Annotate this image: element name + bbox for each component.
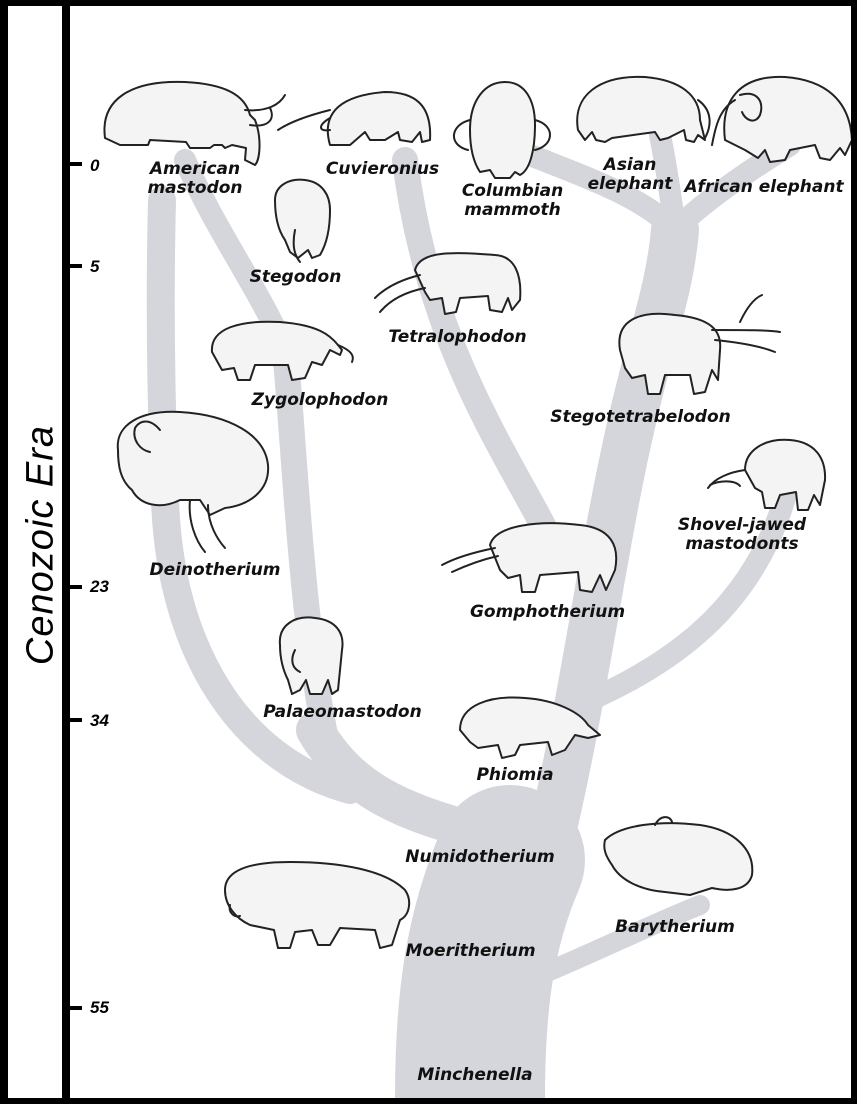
axis-title: Cenozoic Era	[20, 425, 63, 665]
stegotetrabelodon-illustration	[619, 295, 780, 394]
stegodon-illustration	[275, 180, 330, 262]
zygolophodon-illustration	[212, 322, 353, 380]
label-zygolophodon: Zygolophodon	[240, 391, 400, 410]
label-stegotetrabelodon: Stegotetrabelodon	[538, 408, 743, 427]
label-tetralophodon: Tetralophodon	[375, 328, 540, 347]
tick-label-34: 34	[90, 712, 109, 729]
label-barytherium: Barytherium	[600, 918, 750, 937]
tick-mark-23	[70, 585, 82, 589]
label-african-elephant: African elephant	[675, 178, 853, 197]
deinotherium-illustration	[118, 412, 268, 552]
label-gomphotherium: Gomphotherium	[455, 603, 640, 622]
african-elephant-illustration	[712, 77, 852, 162]
label-columbian-mammoth: Columbian mammoth	[450, 182, 575, 220]
barytherium-illustration	[604, 817, 752, 895]
phiomia-illustration	[460, 697, 600, 758]
label-american-mastodon: American mastodon	[135, 160, 255, 198]
tick-label-55: 55	[90, 999, 109, 1016]
tick-label-0: 0	[90, 157, 99, 174]
frame-left-border	[0, 0, 8, 1104]
palaeomastodon-illustration	[280, 617, 343, 694]
tick-mark-55	[70, 1006, 82, 1010]
label-deinotherium: Deinotherium	[135, 561, 295, 580]
tick-label-23: 23	[90, 578, 109, 595]
cuvieronius-illustration	[278, 92, 430, 145]
label-palaeomastodon: Palaeomastodon	[250, 703, 435, 722]
time-axis-line	[62, 6, 70, 1104]
tick-mark-0	[70, 162, 82, 166]
tick-label-5: 5	[90, 258, 99, 275]
label-moeritherium: Moeritherium	[388, 942, 553, 961]
gomphotherium-illustration	[442, 523, 616, 592]
moeritherium-illustration	[225, 862, 409, 948]
label-minchenella: Minchenella	[400, 1066, 550, 1085]
frame-right-border	[851, 0, 857, 1104]
label-numidotherium: Numidotherium	[390, 848, 570, 867]
mammoth-illustration	[454, 82, 550, 178]
frame-top-border	[0, 0, 857, 6]
asian-elephant-illustration	[577, 77, 709, 142]
mastodon-illustration	[104, 82, 285, 165]
frame-bottom-border	[0, 1098, 857, 1104]
shovel-jawed-mastodont-illustration	[708, 440, 825, 510]
tick-mark-34	[70, 718, 82, 722]
label-stegodon: Stegodon	[238, 268, 353, 287]
label-cuvieronius: Cuvieronius	[315, 160, 450, 179]
tick-mark-5	[70, 264, 82, 268]
label-phiomia: Phiomia	[460, 766, 570, 785]
tetralophodon-illustration	[375, 253, 520, 314]
label-shovel-jawed-mastodonts: Shovel-jawed mastodonts	[662, 516, 822, 554]
